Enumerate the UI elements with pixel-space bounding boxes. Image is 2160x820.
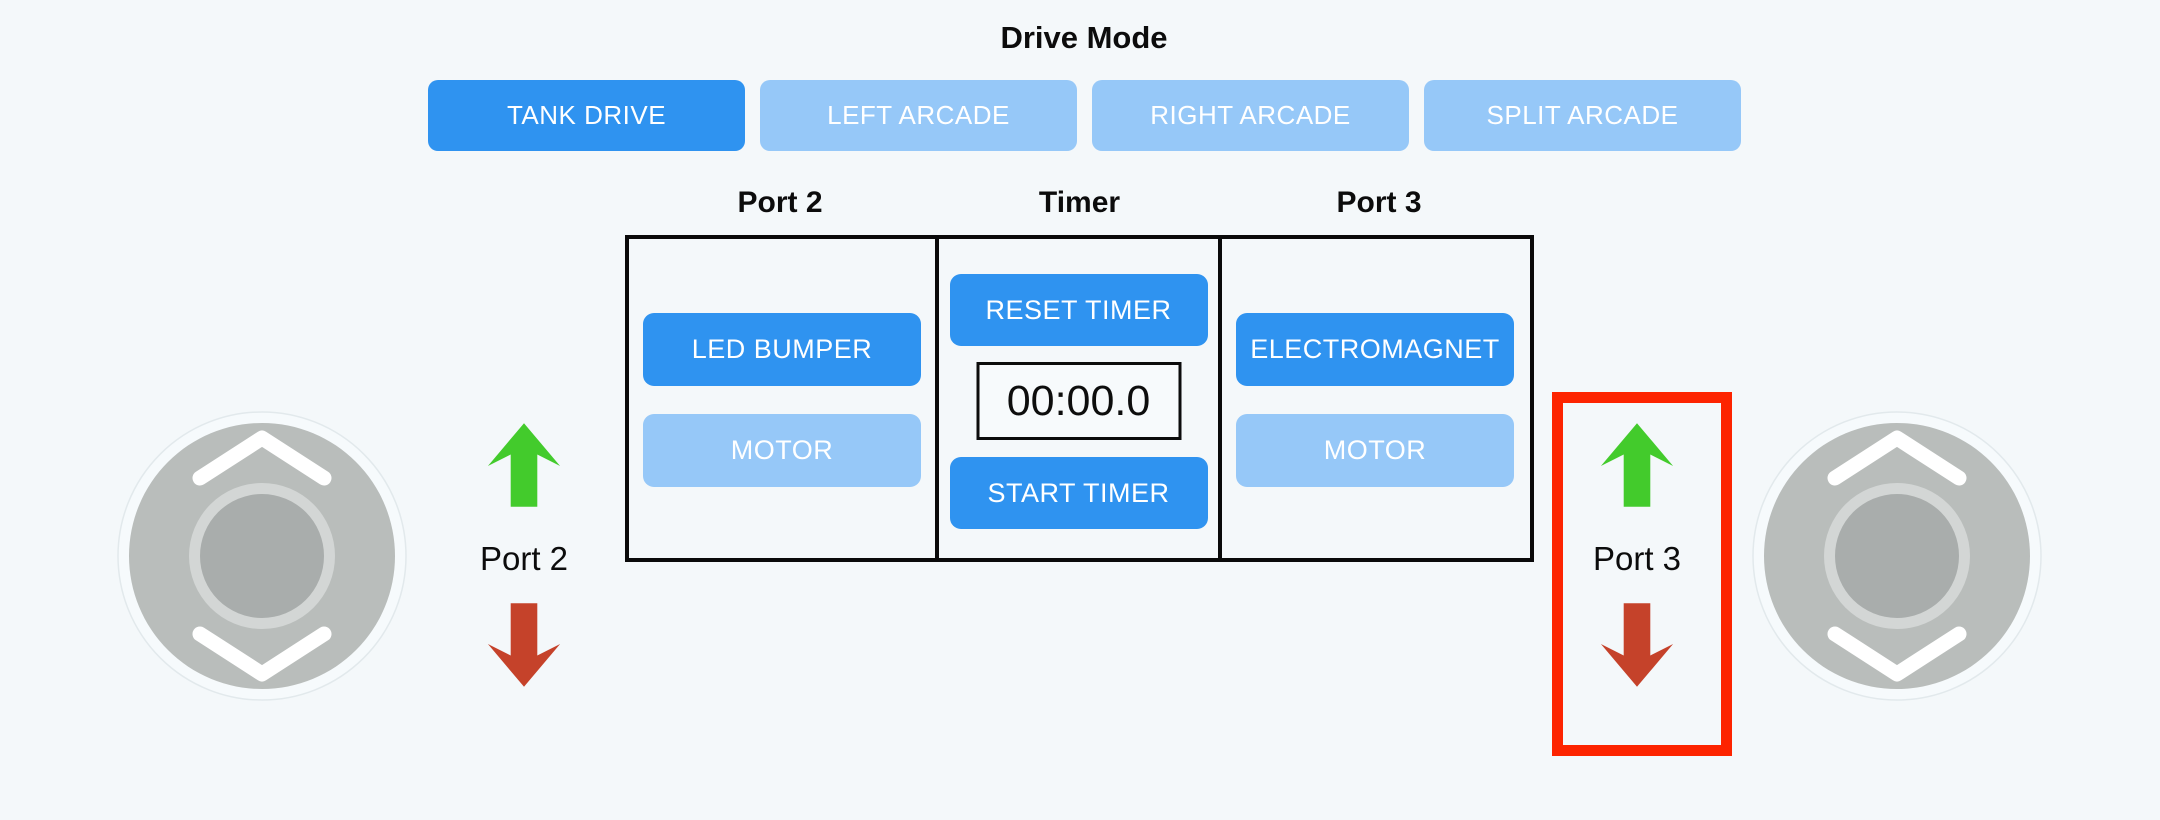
port-2-motor-button[interactable]: MOTOR (643, 414, 921, 487)
port-3-indicator-label: Port 3 (1592, 540, 1682, 577)
port-3-motor-button[interactable]: MOTOR (1236, 414, 1514, 487)
port-3-electromagnet-button[interactable]: ELECTROMAGNET (1236, 313, 1514, 386)
down-arrow-icon (1600, 603, 1674, 687)
start-timer-button[interactable]: START TIMER (949, 457, 1208, 529)
up-arrow-icon (1600, 423, 1674, 507)
port-2-led-bumper-button[interactable]: LED BUMPER (643, 313, 921, 386)
drive-mode-title: Drive Mode (1000, 20, 1168, 55)
drive-mode-button-row: TANK DRIVE LEFT ARCADE RIGHT ARCADE SPLI… (428, 80, 1741, 151)
joystick-knob[interactable] (1835, 494, 1959, 618)
left-joystick[interactable] (117, 411, 407, 701)
port-2-column: LED BUMPER MOTOR (629, 239, 935, 558)
drive-mode-tank-drive-button[interactable]: TANK DRIVE (428, 80, 745, 151)
chevron-up-icon (192, 430, 332, 486)
drive-mode-left-arcade-button[interactable]: LEFT ARCADE (760, 80, 1077, 151)
reset-timer-button[interactable]: RESET TIMER (949, 274, 1208, 346)
chevron-up-icon (1827, 430, 1967, 486)
up-arrow-icon (487, 423, 561, 507)
chevron-down-icon (192, 626, 332, 682)
device-control-panel: LED BUMPER MOTOR RESET TIMER 00:00.0 STA… (625, 235, 1534, 562)
timer-column-header: Timer (1038, 186, 1121, 219)
port-3-highlight-box (1552, 392, 1732, 756)
port-2-column-header: Port 2 (737, 186, 823, 219)
port-3-column-header: Port 3 (1336, 186, 1422, 219)
joystick-knob[interactable] (200, 494, 324, 618)
port-2-indicator-label: Port 2 (479, 540, 569, 577)
timer-column: RESET TIMER 00:00.0 START TIMER (935, 239, 1222, 558)
port-3-column: ELECTROMAGNET MOTOR (1222, 239, 1528, 558)
chevron-down-icon (1827, 626, 1967, 682)
drive-mode-split-arcade-button[interactable]: SPLIT ARCADE (1424, 80, 1741, 151)
timer-display: 00:00.0 (976, 362, 1181, 440)
down-arrow-icon (487, 603, 561, 687)
drive-mode-right-arcade-button[interactable]: RIGHT ARCADE (1092, 80, 1409, 151)
right-joystick[interactable] (1752, 411, 2042, 701)
